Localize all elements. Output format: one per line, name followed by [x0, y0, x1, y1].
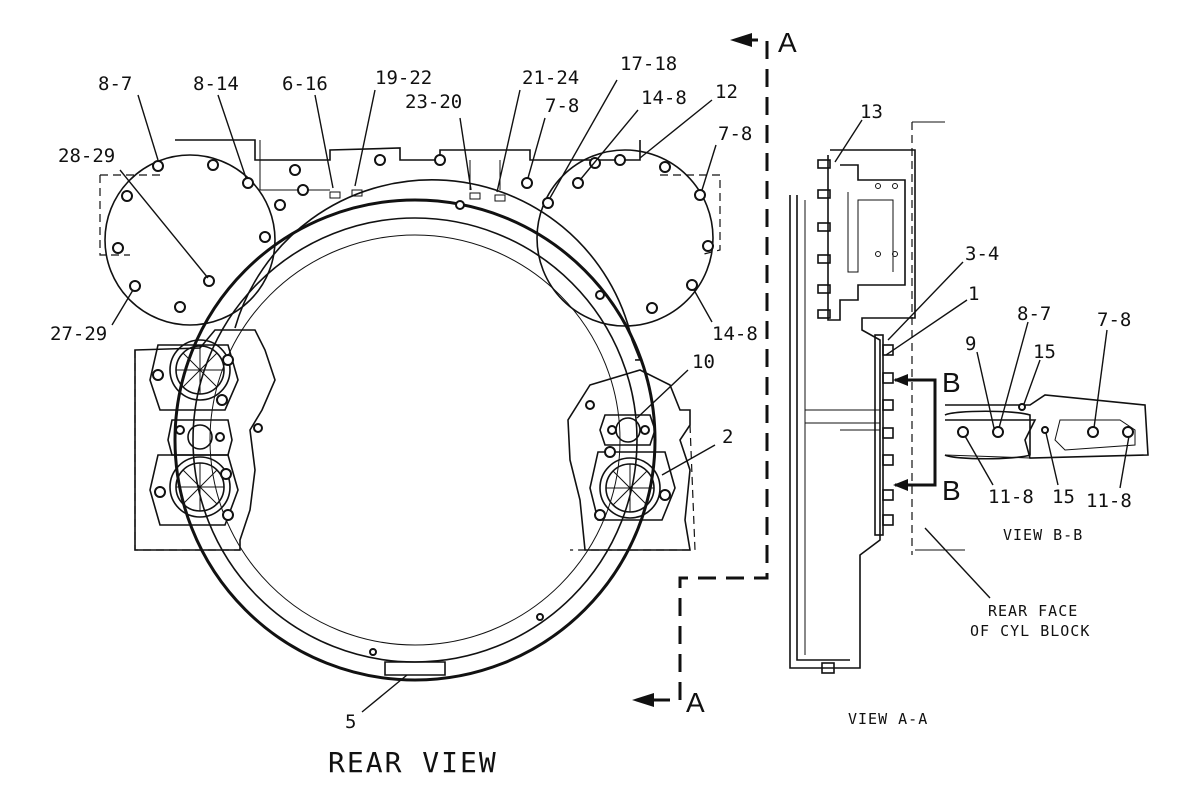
callout-15-bottom: 15: [1052, 486, 1075, 508]
callout-13: 13: [860, 101, 883, 123]
view-aa-title: VIEW A-A: [848, 710, 928, 728]
callout-17-18: 17-18: [620, 53, 677, 75]
rear-face-label-line2: OF CYL BLOCK: [970, 622, 1090, 640]
callout-14-8-right: 14-8: [712, 323, 758, 345]
callout-8-14: 8-14: [193, 73, 239, 95]
callout-9: 9: [965, 333, 976, 355]
callout-11-8-left: 11-8: [988, 486, 1034, 508]
callout-6-16: 6-16: [282, 73, 328, 95]
callout-11-8-right: 11-8: [1086, 490, 1132, 512]
callout-8-7-left: 8-7: [98, 73, 132, 95]
section-mark-b-bottom: B: [942, 475, 961, 506]
callout-1: 1: [968, 283, 979, 305]
callout-8-7-bb: 8-7: [1017, 303, 1051, 325]
callout-7-8-top: 7-8: [545, 95, 579, 117]
view-bb-drawing: [944, 394, 1149, 460]
callout-7-8-right: 7-8: [718, 123, 752, 145]
callout-2: 2: [722, 426, 733, 448]
callout-10: 10: [692, 351, 715, 373]
rear-view-title: REAR VIEW: [328, 746, 498, 779]
view-bb-title: VIEW B-B: [1003, 526, 1083, 544]
callout-12: 12: [715, 81, 738, 103]
section-mark-a-bottom: A: [686, 687, 705, 718]
bolt-holes: [112, 154, 714, 656]
callout-labels: 8-7 8-14 6-16 19-22 23-20 21-24 17-18 7-…: [50, 53, 1132, 733]
callout-7-8-bb: 7-8: [1097, 309, 1131, 331]
view-titles: REAR VIEW VIEW A-A VIEW B-B REAR FACE OF…: [328, 526, 1090, 779]
callout-19-22: 19-22: [375, 67, 432, 89]
leader-lines: [111, 79, 1130, 713]
section-line-aa: A A: [632, 27, 797, 718]
right-cover-plate: [536, 149, 714, 327]
callout-28-29: 28-29: [58, 145, 115, 167]
rear-view-drawing: [99, 139, 721, 682]
callout-14-8-top: 14-8: [641, 87, 687, 109]
callout-21-24: 21-24: [522, 67, 579, 89]
callout-5: 5: [345, 711, 356, 733]
section-mark-b-top: B: [942, 367, 961, 398]
flywheel-housing-ring: [173, 198, 657, 682]
callout-15-top: 15: [1033, 341, 1056, 363]
callout-23-20: 23-20: [405, 91, 462, 113]
section-mark-a-top: A: [778, 27, 797, 58]
callout-3-4: 3-4: [965, 243, 999, 265]
view-aa-drawing: B B: [789, 121, 965, 674]
callout-27-29: 27-29: [50, 323, 107, 345]
left-cover-plate: [104, 154, 276, 326]
rear-face-label-line1: REAR FACE: [988, 602, 1078, 620]
